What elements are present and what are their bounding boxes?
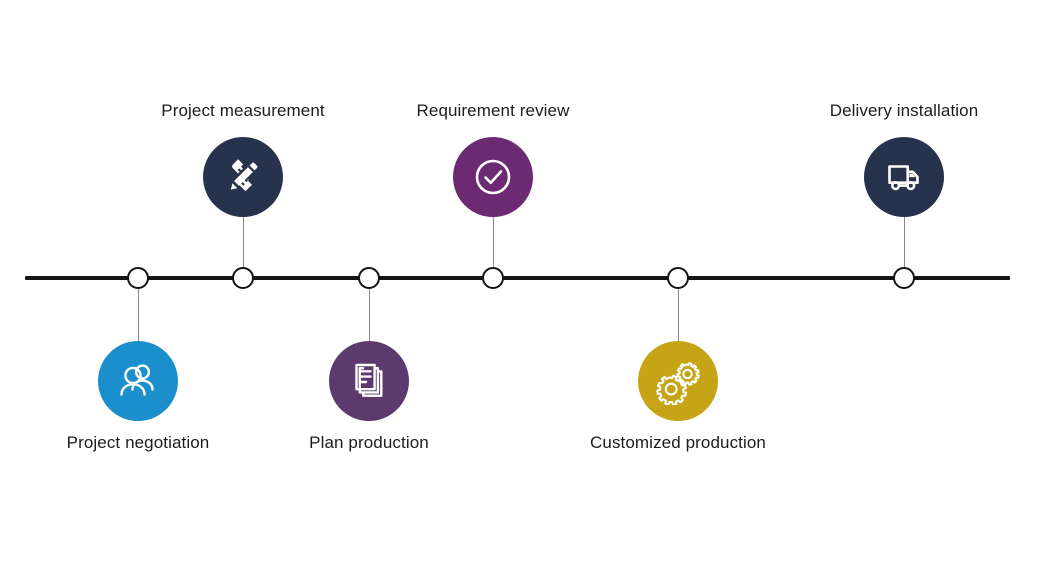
- step-caption-6: Delivery installation: [829, 101, 979, 120]
- timeline-node-2[interactable]: [232, 267, 254, 289]
- step-caption-4: Requirement review: [416, 101, 570, 120]
- step-caption-5: Customized production: [590, 433, 766, 452]
- icon-bubble-requirement-review[interactable]: [453, 137, 533, 217]
- icon-bubble-customized-production[interactable]: [638, 341, 718, 421]
- timeline-node-1[interactable]: [127, 267, 149, 289]
- connector-stem-1: [138, 278, 139, 343]
- users-icon: [115, 358, 161, 404]
- pencil-ruler-icon: [220, 154, 266, 200]
- icon-bubble-project-measurement[interactable]: [203, 137, 283, 217]
- step-caption-1: Project negotiation: [66, 433, 210, 452]
- gears-icon: [654, 357, 702, 405]
- icon-bubble-project-negotiation[interactable]: [98, 341, 178, 421]
- timeline-axis: [25, 276, 1010, 280]
- check-circle-icon: [470, 154, 516, 200]
- timeline-node-5[interactable]: [667, 267, 689, 289]
- icon-bubble-delivery-installation[interactable]: [864, 137, 944, 217]
- documents-icon: [347, 359, 391, 403]
- connector-stem-6: [904, 217, 905, 278]
- truck-icon: [881, 154, 927, 200]
- timeline-node-4[interactable]: [482, 267, 504, 289]
- connector-stem-4: [493, 217, 494, 278]
- connector-stem-5: [678, 278, 679, 343]
- icon-bubble-plan-production[interactable]: [329, 341, 409, 421]
- connector-stem-3: [369, 278, 370, 343]
- step-caption-2: Project measurement: [161, 101, 325, 120]
- timeline-node-3[interactable]: [358, 267, 380, 289]
- connector-stem-2: [243, 217, 244, 278]
- timeline-node-6[interactable]: [893, 267, 915, 289]
- step-caption-3: Plan production: [309, 433, 429, 452]
